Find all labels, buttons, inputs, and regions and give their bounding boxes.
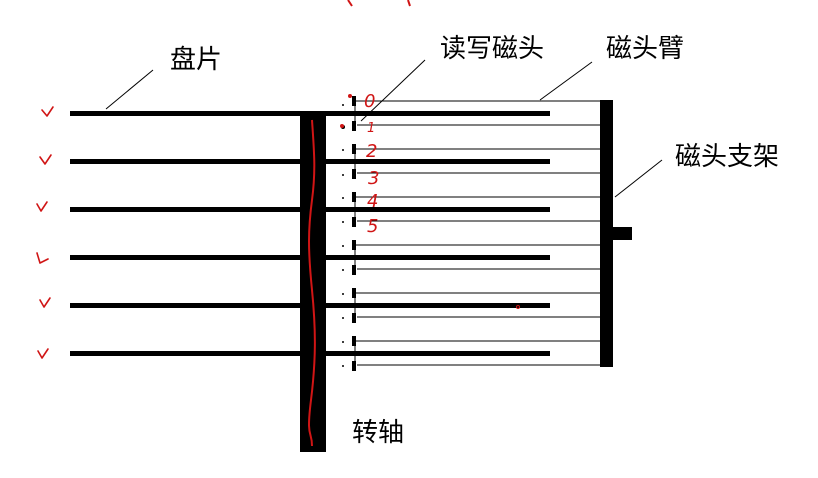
head — [352, 121, 356, 131]
platter-leader-line — [105, 69, 154, 110]
head — [352, 361, 356, 371]
leader-lines — [105, 59, 663, 198]
spindle-label: 转轴 — [352, 418, 404, 448]
assembly-leader-line — [614, 159, 663, 198]
annotation-mark — [347, 0, 353, 7]
head-number: 3 — [368, 168, 379, 189]
head-dots — [341, 104, 345, 367]
annotation-dot — [340, 124, 344, 128]
head-assembly-label: 磁头支架 — [675, 142, 779, 172]
platter — [70, 111, 550, 116]
check-mark-icon — [37, 348, 49, 359]
check-mark-icon — [36, 252, 49, 264]
spindle — [300, 115, 326, 452]
head — [352, 313, 356, 323]
head — [352, 336, 356, 346]
read-write-heads — [352, 96, 356, 371]
head — [352, 192, 356, 202]
head-number: 5 — [367, 216, 378, 237]
head — [352, 240, 356, 250]
head-number: 0 — [364, 91, 375, 112]
annotation-dot — [516, 305, 520, 309]
read-write-head-label: 读写磁头 — [440, 34, 544, 64]
annotation-dot — [348, 94, 352, 98]
head-number: 4 — [367, 191, 378, 212]
head-number: 2 — [366, 141, 377, 162]
head-assembly-stub — [613, 227, 632, 240]
head-arm-label: 磁头臂 — [606, 34, 684, 64]
annotation-mark — [407, 0, 411, 7]
head — [352, 169, 356, 179]
check-mark-icon — [41, 106, 54, 117]
spindle-annotation-line — [308, 119, 316, 447]
check-mark-icon — [36, 201, 48, 212]
head — [352, 217, 356, 227]
head-number: 1 — [367, 121, 375, 136]
head — [352, 288, 356, 298]
head — [352, 96, 356, 106]
head-leader-line — [360, 59, 426, 122]
head-arms — [354, 100, 600, 366]
check-mark-icon — [39, 154, 52, 165]
head — [352, 144, 356, 154]
head-assembly-bar — [600, 100, 613, 367]
annotation-check-marks — [36, 106, 54, 359]
platter-label: 盘片 — [170, 45, 222, 75]
check-mark-icon — [39, 297, 51, 308]
head — [352, 265, 356, 275]
arm-leader-line — [539, 61, 593, 101]
head-number-annotations: 0 1 2 3 4 5 — [364, 91, 379, 237]
